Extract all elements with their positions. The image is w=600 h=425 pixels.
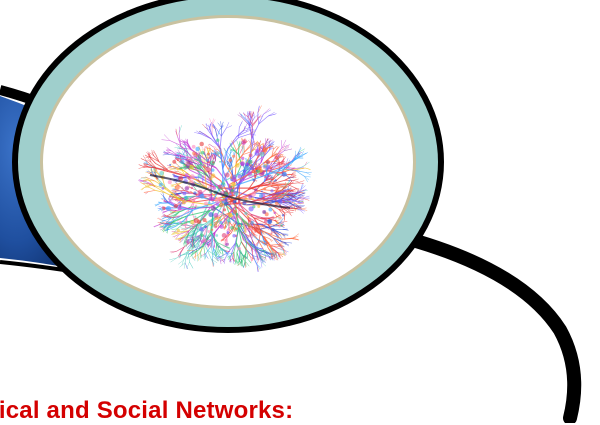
- magnifier-lens: [12, 0, 444, 333]
- magnifier-handle: [398, 236, 574, 418]
- network-caption: gical and Social Networks:: [0, 397, 293, 425]
